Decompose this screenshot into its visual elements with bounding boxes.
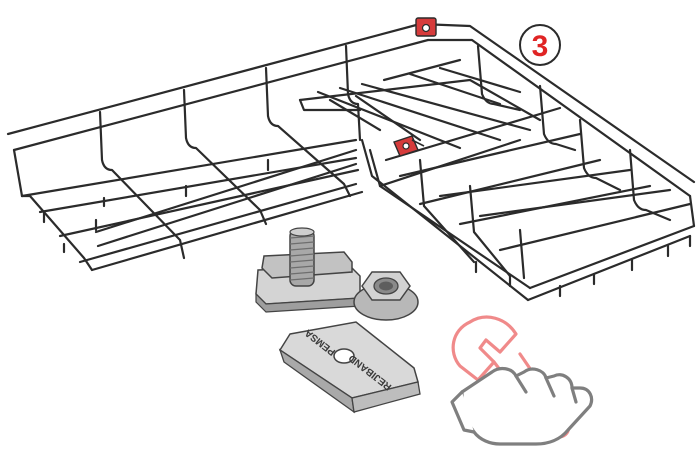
wire-tray-icon [6,22,696,302]
nut-icon [353,271,419,321]
step-badge: 3 [519,24,561,66]
clamp-plate-icon: PEMSA REJIBAND [278,321,421,414]
hand-icon [450,366,594,446]
center-clip-icon [393,135,425,157]
corner-clip-icon [415,17,437,37]
bolt-icon [255,227,361,313]
step-badge-label: 3 [532,30,549,63]
